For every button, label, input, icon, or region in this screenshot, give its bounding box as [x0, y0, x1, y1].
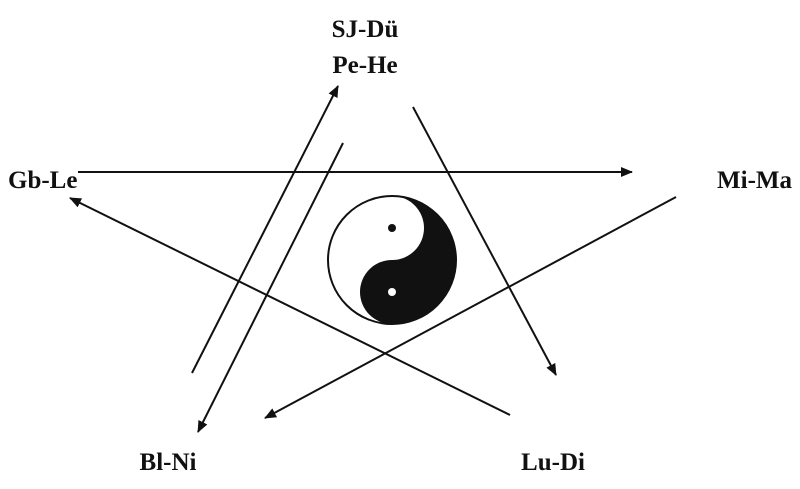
arrow-pe-he-to-bl-ni [197, 142, 344, 433]
arrow-pe-he-to-lu-di [412, 106, 557, 376]
node-label-lu-di: Lu-Di [521, 449, 585, 476]
arrow-bl-ni-to-pe-he [191, 85, 339, 374]
node-label-pe-he: Pe-He [332, 52, 397, 79]
arrow-mi-ma-to-bl-ni [264, 196, 677, 419]
node-label-mi-ma: Mi-Ma [717, 167, 792, 194]
arrow-lu-di-to-gb-le [69, 197, 511, 416]
node-label-bl-ni: Bl-Ni [140, 449, 197, 476]
node-label-sj-du: SJ-Dü [332, 16, 399, 43]
yin-yang-icon [327, 195, 457, 325]
node-label-gb-le: Gb-Le [8, 167, 77, 194]
